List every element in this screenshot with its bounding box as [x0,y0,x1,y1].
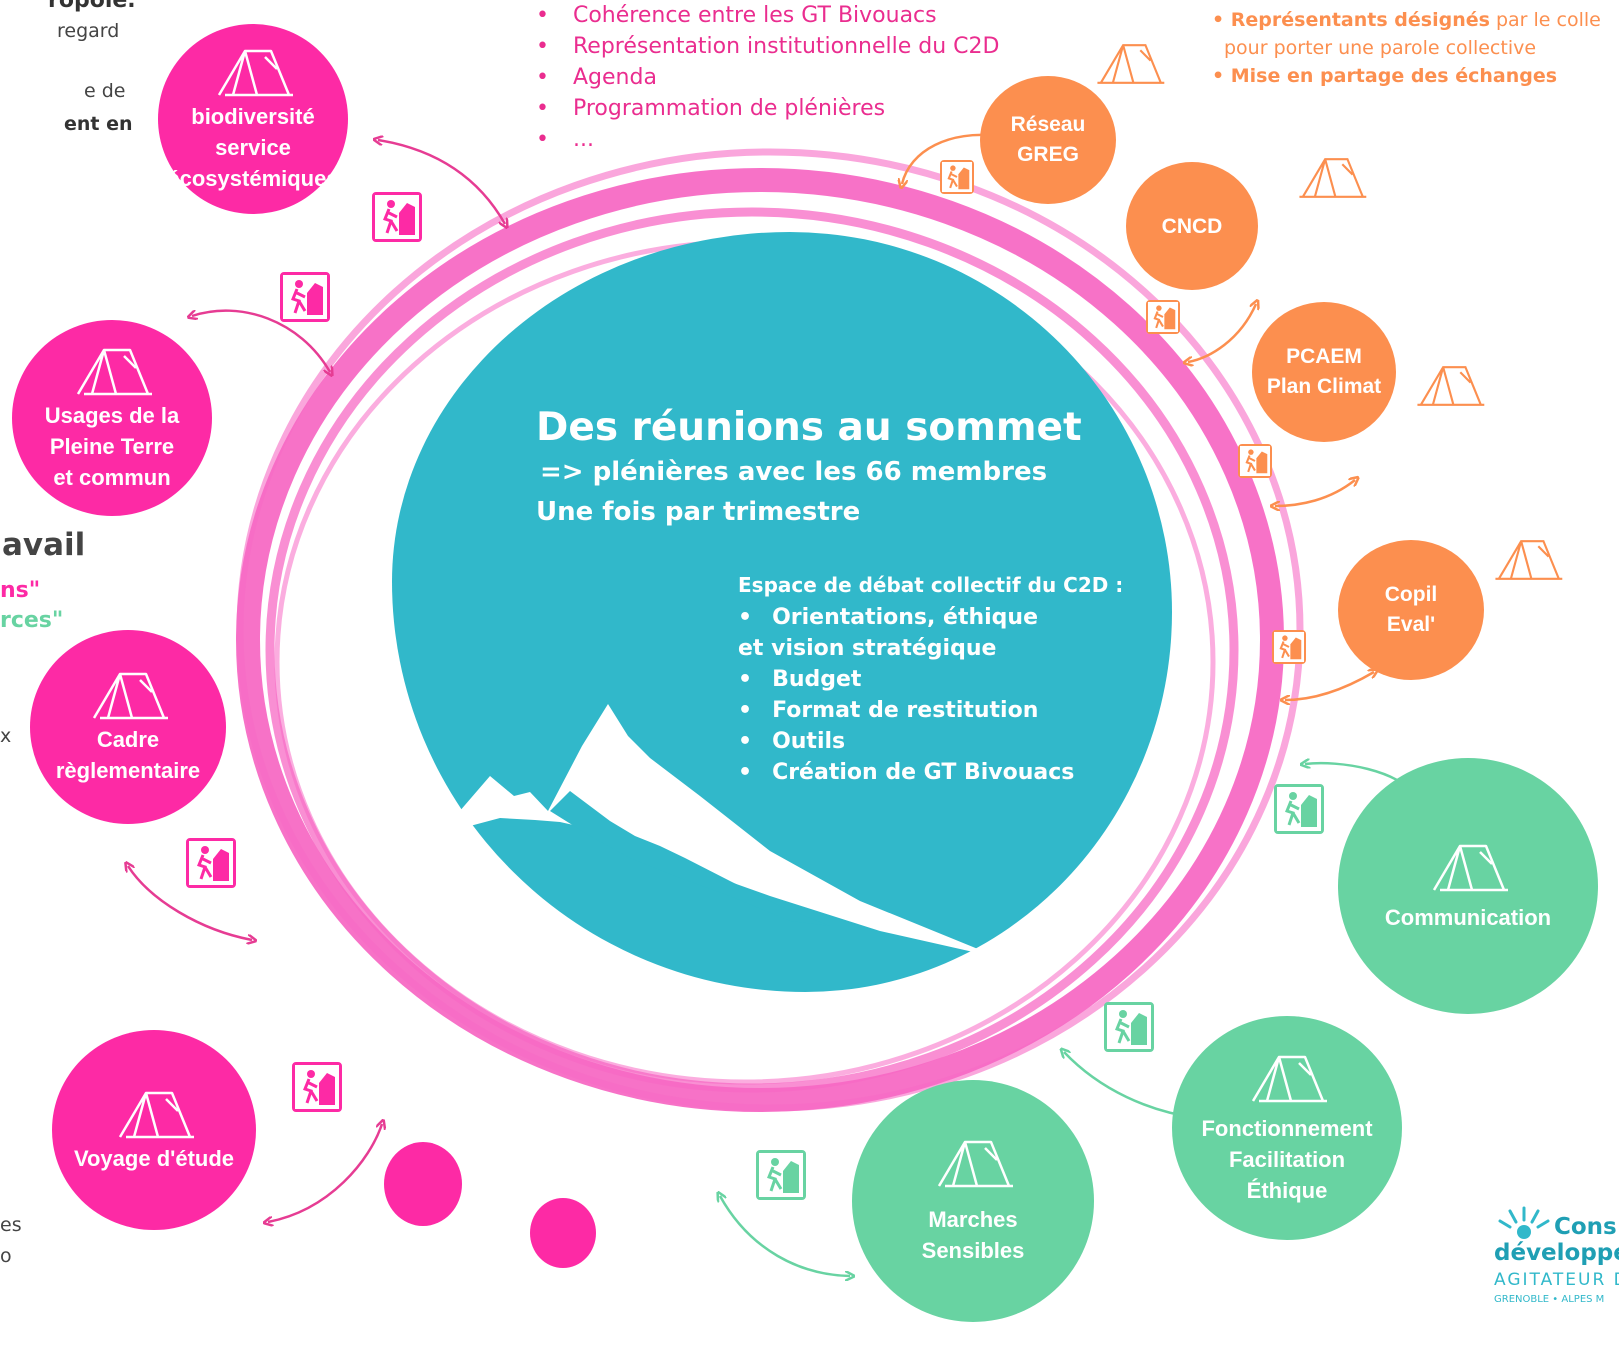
gt-biodiversite[interactable]: biodiversité service écosystémiques [158,24,348,214]
list-item-continuation: et vision stratégique [738,636,997,661]
hiker-icon [372,192,422,242]
circle-label: Communication [1384,904,1552,930]
circle-label: Facilitation [1228,1146,1346,1172]
tent-icon [92,672,168,720]
circle-label: GREG [1017,143,1079,166]
hiker-icon [186,838,236,888]
debate-title: Espace de débat collectif du C2D : [738,573,1124,597]
coordination-list: Cohérence entre les GT Bivouacs Représen… [536,0,999,155]
edge-text: e de [84,80,126,102]
tent-icon [1299,158,1367,198]
circle-label: Plan Climat [1266,375,1382,398]
circle-label: Sensibles [921,1238,1025,1263]
edge-text: o [0,1245,12,1267]
empty-pink-dot [530,1198,596,1268]
logo-line: développe [1494,1240,1619,1266]
circle-label: écosystémiques [167,165,339,191]
tent-icon [1432,844,1508,891]
list-item: ... [536,124,999,155]
circle-label: Fonctionnement [1201,1115,1373,1141]
hiker-icon [1274,784,1324,834]
pcaem-plan-climat[interactable]: PCAEM Plan Climat [1252,302,1396,442]
edge-text: x [0,725,12,747]
representatives-note: • Représentants désignés par le colle po… [1212,6,1601,90]
hiker-icon [292,1062,342,1112]
tent-icon [76,348,152,395]
list-item: Orientations, éthique [738,602,1123,633]
central-title: Des réunions au sommet [536,405,1082,450]
hiker-icon [1272,630,1306,664]
circle-label: Marches [928,1207,1018,1232]
circle-label: Usages de la [44,402,180,428]
gt-communication[interactable]: Communication [1338,758,1598,1014]
circle-label: Éthique [1246,1177,1328,1203]
list-item: Programmation de plénières [536,93,999,124]
hiker-icon [1238,444,1272,478]
hiker-icon [940,160,974,194]
tent-icon [1097,44,1165,84]
circle-label: Voyage d'étude [73,1145,235,1171]
mountain-illustration [440,704,996,956]
circle-label: biodiversité [191,103,315,129]
circle-label: règlementaire [55,758,201,783]
note-line: • Mise en partage des échanges [1212,65,1558,87]
copil-eval[interactable]: Copil Eval' [1338,540,1484,680]
central-subtitle: Une fois par trimestre [536,497,861,527]
list-item: Agenda [536,62,999,93]
gt-marches-sensibles[interactable]: Marches Sensibles [852,1080,1094,1322]
tent-icon [1417,366,1485,406]
tent-icon [937,1140,1013,1188]
tent-icon [118,1091,194,1138]
logo-line: AGITATEUR D [1494,1270,1619,1290]
note-line-bold: • Représentants désignés [1212,9,1490,31]
hiker-icon [1104,1002,1154,1052]
hiker-icon [280,272,330,322]
circle-label: Copil [1384,583,1438,606]
gt-fonctionnement[interactable]: Fonctionnement Facilitation Éthique [1172,1016,1402,1240]
circle-label: PCAEM [1286,345,1362,368]
list-item: Création de GT Bivouacs [738,757,1123,788]
sun-icon [1498,1206,1550,1239]
list-item: Cohérence entre les GT Bivouacs [536,0,999,31]
central-subtitle: => plénières avec les 66 membres [540,457,1048,487]
tent-icon [1495,540,1563,580]
edge-text: ns" [0,578,41,603]
list-item: Format de restitution [738,695,1123,726]
empty-pink-dot [384,1142,462,1226]
edge-text: rces" [0,608,64,633]
circle-label: Pleine Terre [49,433,175,459]
reseau-greg[interactable]: Réseau GREG [980,76,1116,204]
circle-label: CNCD [1161,214,1223,238]
circle-label: service [215,134,291,160]
edge-text: avail [2,527,86,563]
list-item: Outils [738,726,1123,757]
central-heading: Des réunions au sommet => plénières avec… [536,404,1082,532]
note-line: pour porter une parole collective [1224,37,1537,59]
list-item: Représentation institutionnelle du C2D [536,31,999,62]
edge-text: ent en [64,113,133,135]
hiker-icon [756,1150,806,1200]
logo-line: GRENOBLE • ALPES M [1494,1294,1605,1305]
debate-block: Espace de débat collectif du C2D : Orien… [738,570,1123,788]
edge-text: regard [57,20,120,42]
cncd[interactable]: CNCD [1126,162,1258,290]
circle-label: Eval' [1386,613,1436,636]
tent-icon [217,49,293,96]
list-item: Budget [738,664,1123,695]
circle-label: et commun [53,464,171,490]
gt-voyage-etude[interactable]: Voyage d'étude [52,1030,256,1230]
note-line-rest: par le colle [1489,9,1601,31]
edge-text: ropole. [48,0,136,13]
edge-text: es [0,1214,22,1236]
gt-cadre-reglementaire[interactable]: Cadre règlementaire [30,630,226,824]
circle-label: Réseau [1010,113,1086,136]
circle-label: Cadre [96,727,160,752]
hiker-icon [1146,300,1180,334]
logo-line: Cons [1554,1214,1617,1240]
list-item: et vision stratégique [738,633,1123,664]
gt-usages-pleine-terre[interactable]: Usages de la Pleine Terre et commun [12,320,212,516]
tent-icon [1251,1055,1327,1102]
